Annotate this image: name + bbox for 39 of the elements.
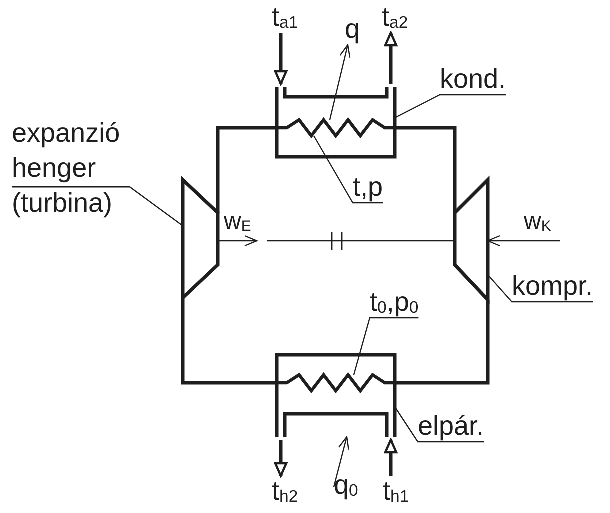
part-label: elpár. xyxy=(418,411,484,442)
coil xyxy=(277,117,395,139)
heat-arrow xyxy=(329,44,351,120)
pipe-line xyxy=(181,298,277,385)
coil xyxy=(277,372,395,394)
leader-line xyxy=(394,406,484,443)
work-arrow xyxy=(218,235,258,247)
leader-line xyxy=(12,186,184,226)
flow-arrow xyxy=(274,33,288,86)
variable-label: t,p xyxy=(353,172,384,204)
leader-line xyxy=(394,94,506,119)
heat-arrow xyxy=(333,436,350,488)
leader-line xyxy=(313,136,383,204)
variable-label: t$_{a2}$ xyxy=(382,2,408,34)
part-label: kond. xyxy=(440,64,506,96)
variable-label: q xyxy=(345,14,360,46)
work-arrow xyxy=(487,235,560,247)
leader-line xyxy=(488,274,593,303)
flow-arrow xyxy=(384,438,398,476)
edge-label: w$_{K}$ xyxy=(524,210,552,234)
variable-label: t$_{0}$,p$_{0}$ xyxy=(370,287,419,318)
variable-label: q$_{0}$ xyxy=(334,470,358,502)
pipe-line xyxy=(395,300,490,385)
leader-line xyxy=(353,317,419,376)
heat-exchanger xyxy=(275,87,397,159)
flow-arrow xyxy=(384,32,398,84)
pipe-line xyxy=(395,126,457,213)
flow-arrow xyxy=(274,440,288,478)
edge-label: w$_{E}$ xyxy=(224,210,252,234)
shaft-line xyxy=(267,240,455,242)
variable-label: t$_{h2}$ xyxy=(272,476,298,508)
variable-label: t$_{h1}$ xyxy=(383,476,410,508)
turbine-symbol xyxy=(181,176,220,302)
part-label: expanzió henger (turbina) xyxy=(12,116,120,222)
variable-label: t$_{a1}$ xyxy=(272,2,298,34)
pipe-line xyxy=(216,126,277,213)
compressor-symbol xyxy=(453,176,490,304)
part-label: kompr. xyxy=(512,271,594,302)
heat-exchanger xyxy=(275,353,397,437)
